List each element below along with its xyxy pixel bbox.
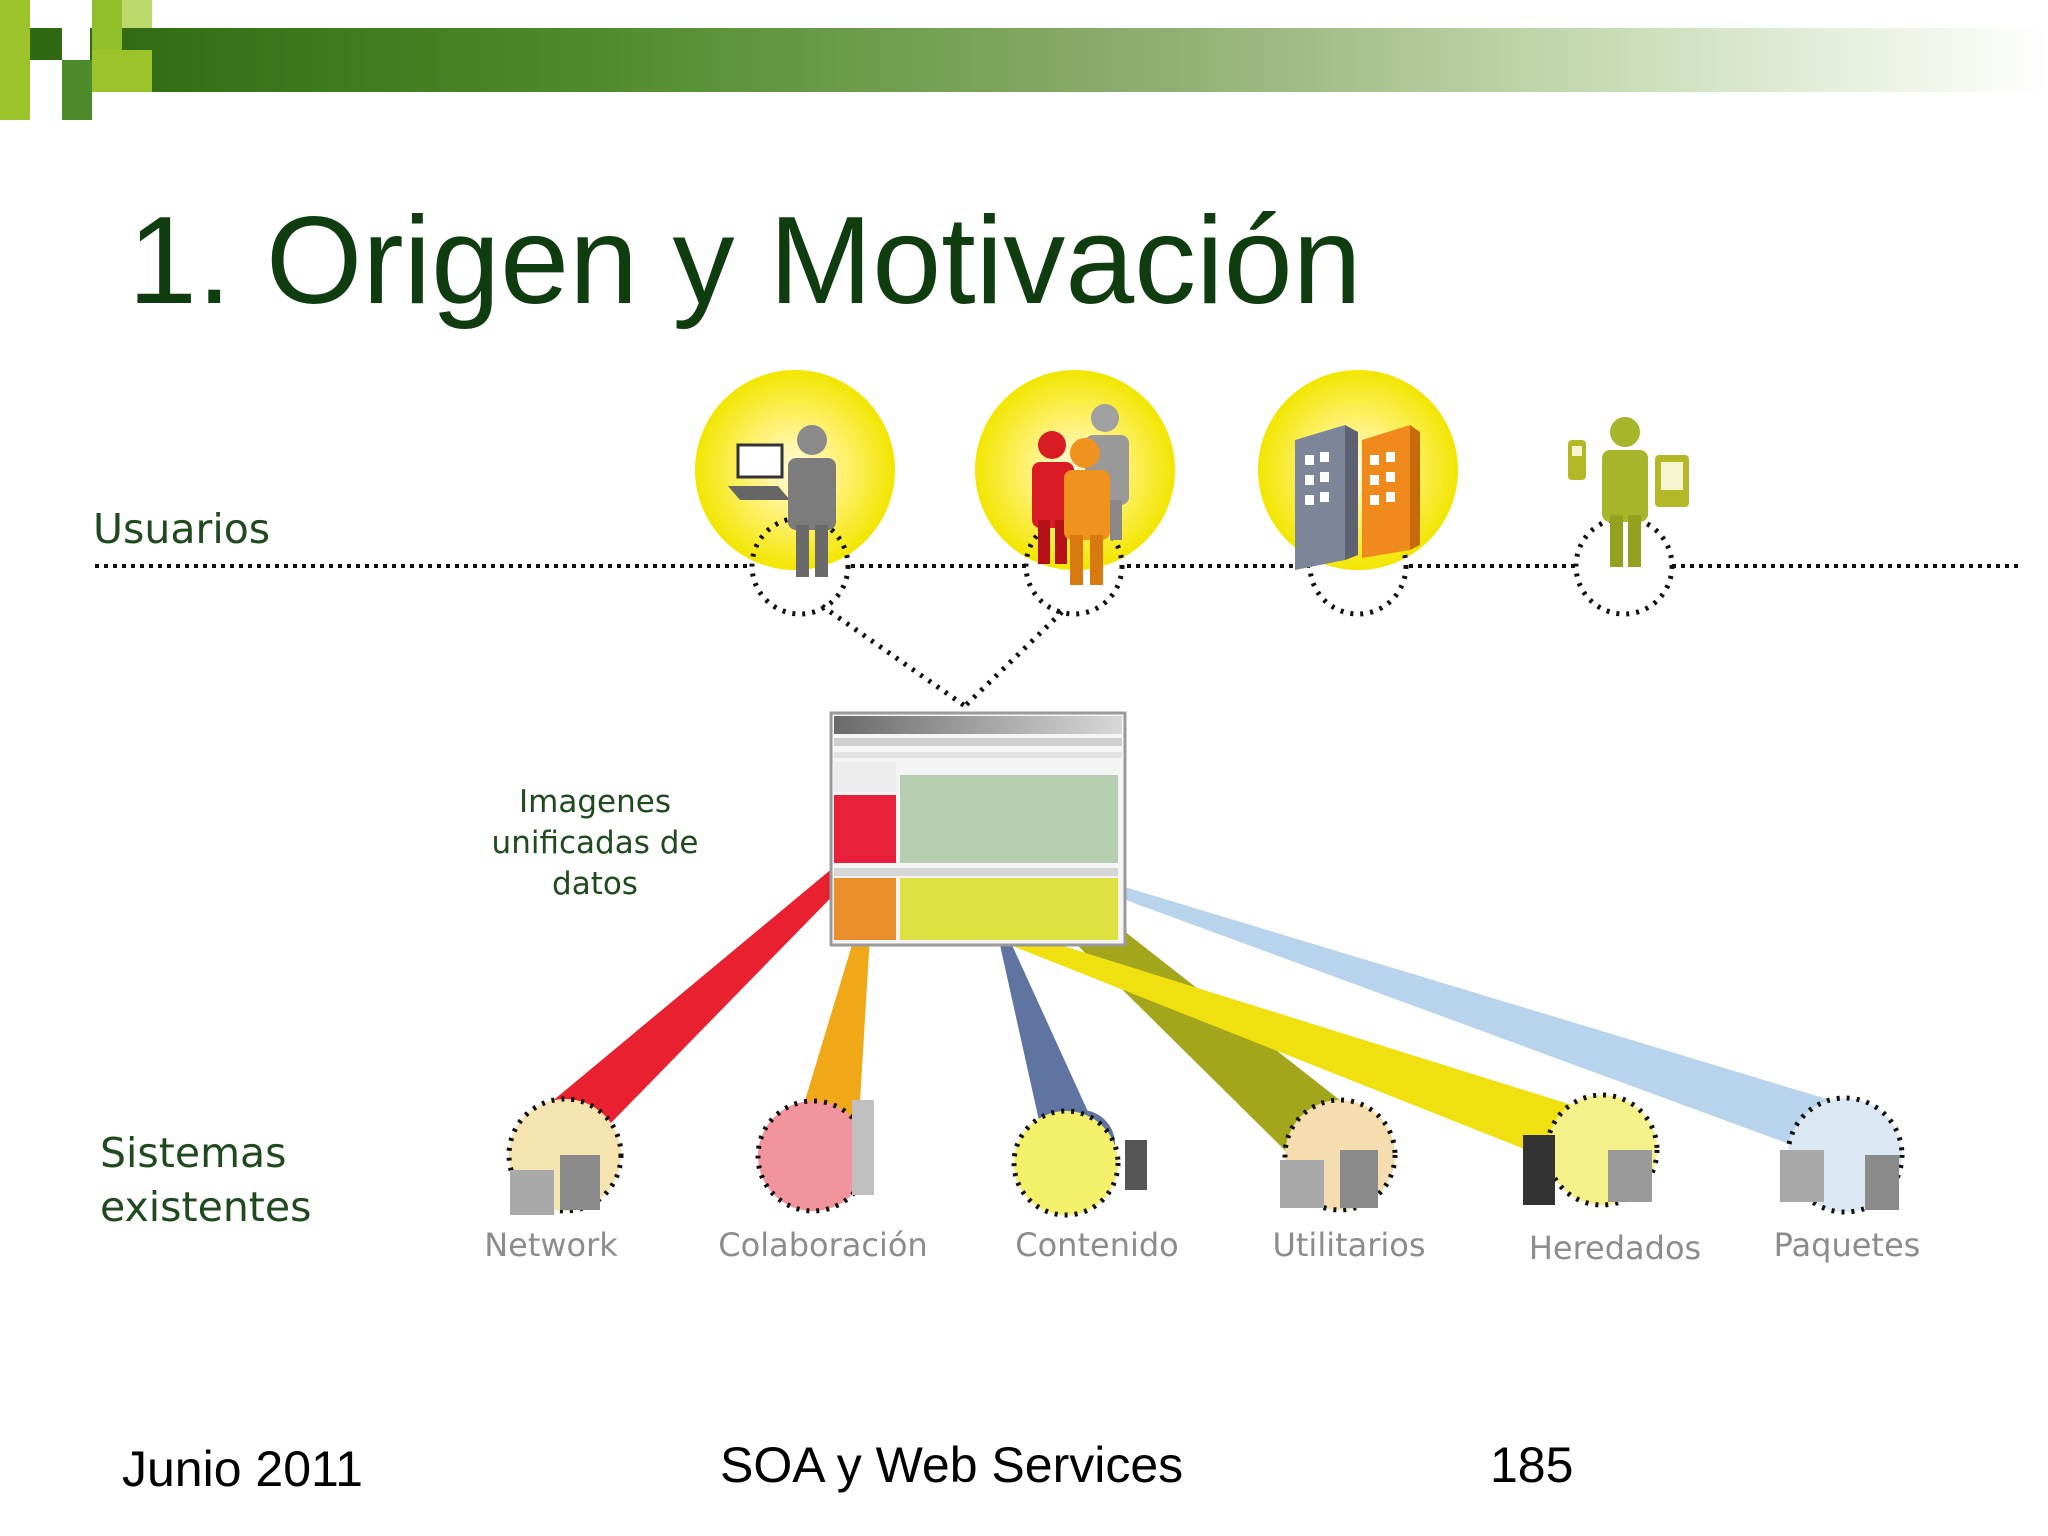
header-square-5: [122, 0, 152, 28]
content-system-icon: [1011, 1108, 1147, 1218]
header-square-1: [0, 0, 30, 120]
packages-system-icon: [1780, 1095, 1905, 1215]
header-square-3: [62, 60, 92, 120]
header-square-2: [30, 28, 62, 60]
system-label-utilities: Utilitarios: [1272, 1226, 1426, 1264]
system-label-packages: Paquetes: [1773, 1226, 1921, 1264]
system-label-legacy: Heredados: [1528, 1229, 1702, 1267]
unified-data-view: [829, 711, 1127, 947]
collaboration-system-icon: [755, 1098, 874, 1214]
system-label-collaboration: Colaboración: [718, 1226, 928, 1264]
system-label-network: Network: [484, 1226, 618, 1264]
existing-systems-label: Sistemas existentes: [100, 1129, 312, 1231]
unified-images-label: Imagenes unificadas de datos: [491, 784, 699, 902]
system-label-content: Contenido: [1015, 1226, 1179, 1264]
mobile-user-icon: [1568, 417, 1689, 567]
footer-page-number: 185: [1490, 1437, 1574, 1493]
legacy-system-icon: [1523, 1092, 1660, 1208]
network-system-icon: [506, 1096, 624, 1215]
footer-date: Junio 2011: [122, 1441, 363, 1497]
users-label: Usuarios: [93, 505, 271, 553]
buildings-icon: [1295, 425, 1420, 570]
utilities-system-icon: [1280, 1097, 1398, 1213]
slide-title: 1. Origen y Motivación: [128, 192, 1362, 330]
laptop-user-icon: [728, 425, 836, 577]
user-group-icon: [1032, 404, 1129, 585]
header-square-4: [92, 0, 122, 50]
integration-beams: [513, 862, 1887, 1185]
header-gradient-bar: [90, 28, 2048, 92]
footer-course: SOA y Web Services: [720, 1437, 1184, 1493]
header-square-6: [92, 50, 152, 92]
